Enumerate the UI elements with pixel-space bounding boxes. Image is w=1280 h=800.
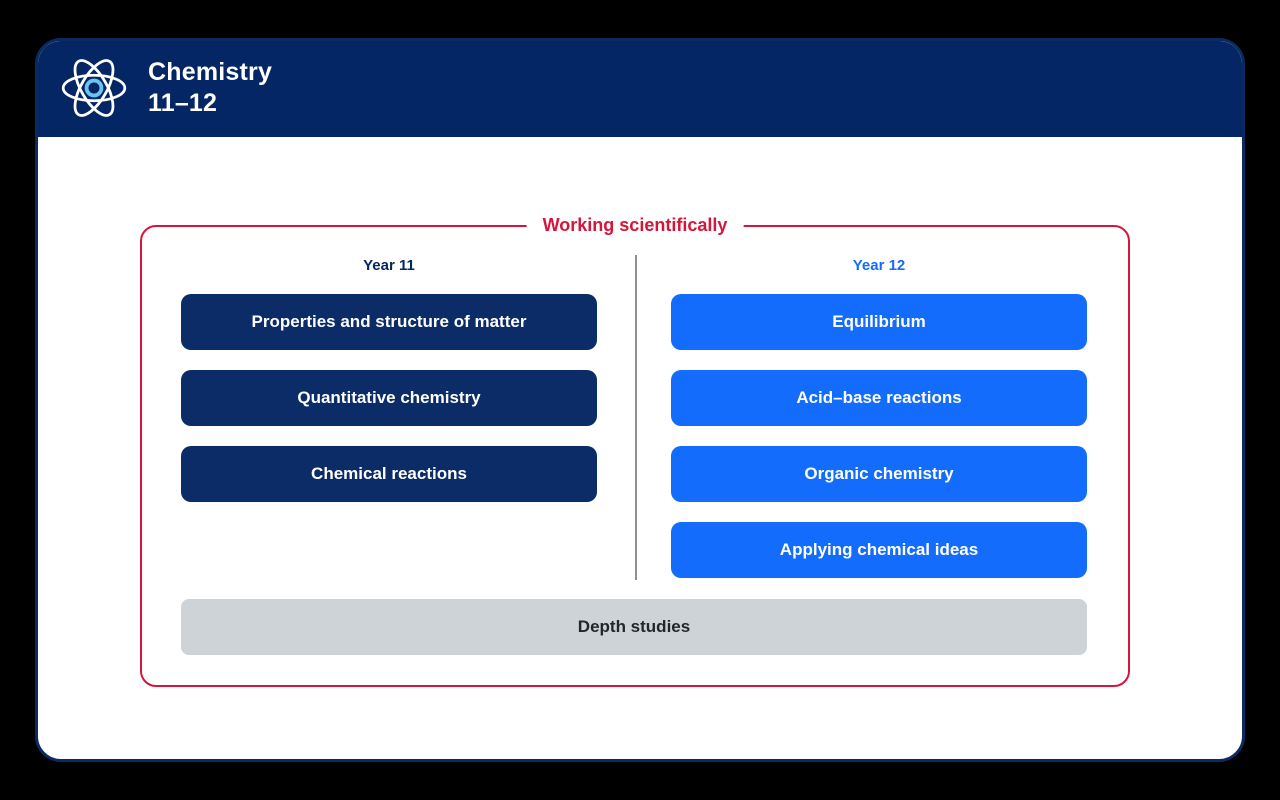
module-equilibrium[interactable]: Equilibrium [671,294,1087,350]
module-quantitative-chemistry[interactable]: Quantitative chemistry [181,370,597,426]
depth-studies-bar[interactable]: Depth studies [181,599,1087,655]
column-divider [635,255,637,580]
year-11-heading: Year 11 [363,257,415,274]
atom-icon [61,58,127,117]
year-12-heading: Year 12 [852,257,906,274]
year-11-column: Year 11 Properties and structure of matt… [181,257,597,522]
module-applying-chemical-ideas[interactable]: Applying chemical ideas [671,522,1087,578]
year-12-column: Year 12 Equilibrium Acid–base reactions … [671,257,1087,598]
working-scientifically-label: Working scientifically [526,213,744,238]
working-scientifically-group: Working scientifically Year 11 Propertie… [140,213,1130,687]
module-chemical-reactions[interactable]: Chemical reactions [181,446,597,502]
page-title-line2: 11–12 [148,88,218,117]
module-organic-chemistry[interactable]: Organic chemistry [671,446,1087,502]
app-window: Chemistry 11–12 Working scientifically Y… [35,38,1245,762]
app-header: Chemistry 11–12 [38,41,1242,137]
page-title: Chemistry 11–12 [148,57,272,119]
module-acid-base-reactions[interactable]: Acid–base reactions [671,370,1087,426]
module-properties-structure-matter[interactable]: Properties and structure of matter [181,294,597,350]
page-title-line1: Chemistry [148,57,273,86]
